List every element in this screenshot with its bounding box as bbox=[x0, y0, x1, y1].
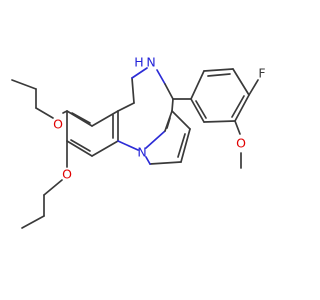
diazepine-ring bbox=[117, 67, 174, 151]
bond bbox=[203, 120, 236, 123]
molecule-canvas: O O N H N F O bbox=[11, 55, 266, 229]
bond bbox=[131, 77, 135, 104]
bond bbox=[66, 140, 93, 157]
substituents-aryl bbox=[234, 79, 259, 169]
double-bond bbox=[231, 95, 245, 118]
bond bbox=[171, 98, 174, 112]
double-bond bbox=[166, 117, 171, 129]
bond bbox=[156, 69, 166, 85]
ethoxy-upper bbox=[11, 79, 68, 119]
fluoromethoxyphenyl-ring bbox=[172, 68, 250, 123]
bond bbox=[91, 110, 119, 127]
double-bond bbox=[70, 139, 91, 152]
bond bbox=[35, 107, 54, 119]
bond bbox=[117, 140, 139, 151]
double-bond bbox=[207, 73, 231, 77]
pyrrole-ring bbox=[145, 110, 191, 165]
bond bbox=[62, 110, 68, 114]
atom-labels: O O N H N F O bbox=[53, 55, 266, 182]
bond bbox=[232, 68, 250, 96]
bond bbox=[164, 83, 174, 100]
nitrogen-label-pyrrole: N bbox=[137, 145, 146, 160]
bond bbox=[21, 215, 45, 229]
bond bbox=[149, 161, 182, 165]
bond bbox=[131, 67, 148, 79]
bond bbox=[190, 98, 205, 123]
oxygen-label-lower: O bbox=[62, 167, 72, 182]
bond bbox=[91, 140, 119, 157]
structure-diagram: O O N H N F O bbox=[11, 55, 266, 229]
bond bbox=[234, 120, 241, 135]
double-bond bbox=[177, 133, 186, 158]
bond bbox=[248, 79, 259, 96]
double-bond bbox=[195, 100, 207, 119]
oxygen-label-upper: O bbox=[53, 117, 63, 132]
oxygen-label-methoxy: O bbox=[236, 136, 246, 151]
bond bbox=[203, 68, 234, 72]
bond bbox=[66, 110, 93, 127]
bond bbox=[234, 94, 250, 122]
bond bbox=[145, 130, 166, 149]
bond bbox=[145, 156, 151, 165]
nitrogen-label-nh: N bbox=[146, 55, 155, 70]
bond bbox=[43, 179, 63, 196]
double-bond bbox=[71, 112, 91, 124]
bond bbox=[190, 70, 205, 100]
hydrogen-label-nh: H bbox=[134, 55, 143, 70]
ethoxy-lower bbox=[21, 140, 68, 229]
bond bbox=[180, 128, 191, 163]
bond bbox=[11, 79, 37, 90]
bond bbox=[171, 110, 191, 130]
fluorine-label: F bbox=[258, 66, 265, 81]
benzo-ring bbox=[66, 110, 119, 157]
bond bbox=[117, 102, 135, 112]
